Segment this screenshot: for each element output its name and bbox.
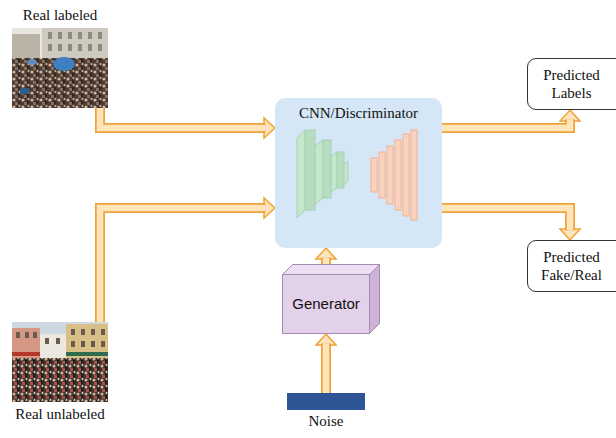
arrow-body: [321, 258, 331, 265]
node-label: Real labeled: [6, 6, 114, 24]
windows: [48, 32, 102, 51]
output-box: Predicted Labels: [527, 58, 616, 110]
sky: [12, 322, 108, 402]
noise-input: Noise: [280, 393, 372, 430]
arrow-head: [316, 334, 336, 345]
side-face: [370, 265, 380, 334]
arrow-head: [560, 229, 580, 240]
crowd-photo: [12, 28, 108, 108]
flow-arrow: [100, 108, 275, 138]
arrow-body: [442, 208, 570, 231]
conv-layers: [297, 130, 348, 218]
arrow-head: [560, 110, 580, 121]
awning: [66, 352, 108, 356]
flow-arrow: [100, 198, 275, 322]
generator-box: Generator: [282, 264, 380, 334]
arrow-body: [100, 208, 266, 322]
node-label: Real unlabeled: [6, 405, 114, 423]
noise-bar: [280, 393, 372, 410]
arrow-body: [100, 108, 266, 128]
sky: [12, 28, 108, 108]
arrow-body: [442, 208, 570, 231]
front-face: [283, 275, 370, 334]
node-label: Predicted Fake/Real: [535, 248, 609, 284]
discriminator-box: CNN/Discriminator: [275, 98, 442, 248]
building: [66, 324, 108, 362]
building: [12, 328, 40, 362]
labeled-image: Real labeled: [6, 6, 114, 108]
node-label: Noise: [280, 412, 372, 430]
arrow-body: [100, 208, 266, 322]
flow-arrow: [316, 334, 336, 393]
flow-arrow: [442, 208, 580, 240]
flow-arrow: [316, 248, 336, 264]
output-box: Predicted Fake/Real: [527, 240, 616, 292]
crowd: [12, 58, 108, 108]
arrow-body: [321, 344, 331, 394]
flow-arrow: [442, 110, 580, 128]
top-face: [283, 265, 380, 275]
arrow-body: [323, 344, 330, 394]
node-label: CNN/Discriminator: [275, 104, 442, 122]
noise-vector: [287, 393, 365, 410]
building: [40, 334, 66, 362]
balloon: [27, 59, 37, 65]
dense-layers: [371, 130, 417, 220]
banner: [20, 88, 29, 94]
balloon: [53, 57, 75, 71]
arrow-head: [264, 118, 275, 138]
arrow-head: [316, 248, 336, 259]
arrow-body: [442, 120, 570, 129]
crowd-photo: [12, 322, 108, 402]
arrow-body: [100, 108, 266, 128]
arrow-body: [442, 120, 570, 129]
awning: [12, 352, 40, 356]
arrow-body: [323, 258, 330, 265]
arrow-head: [264, 198, 275, 218]
unlabeled-image: Real unlabeled: [6, 322, 114, 424]
windows: [16, 329, 105, 347]
node-label: Generator: [292, 295, 360, 313]
node-label: Predicted Labels: [535, 66, 609, 102]
building: [42, 28, 108, 62]
crowd: [12, 358, 108, 402]
